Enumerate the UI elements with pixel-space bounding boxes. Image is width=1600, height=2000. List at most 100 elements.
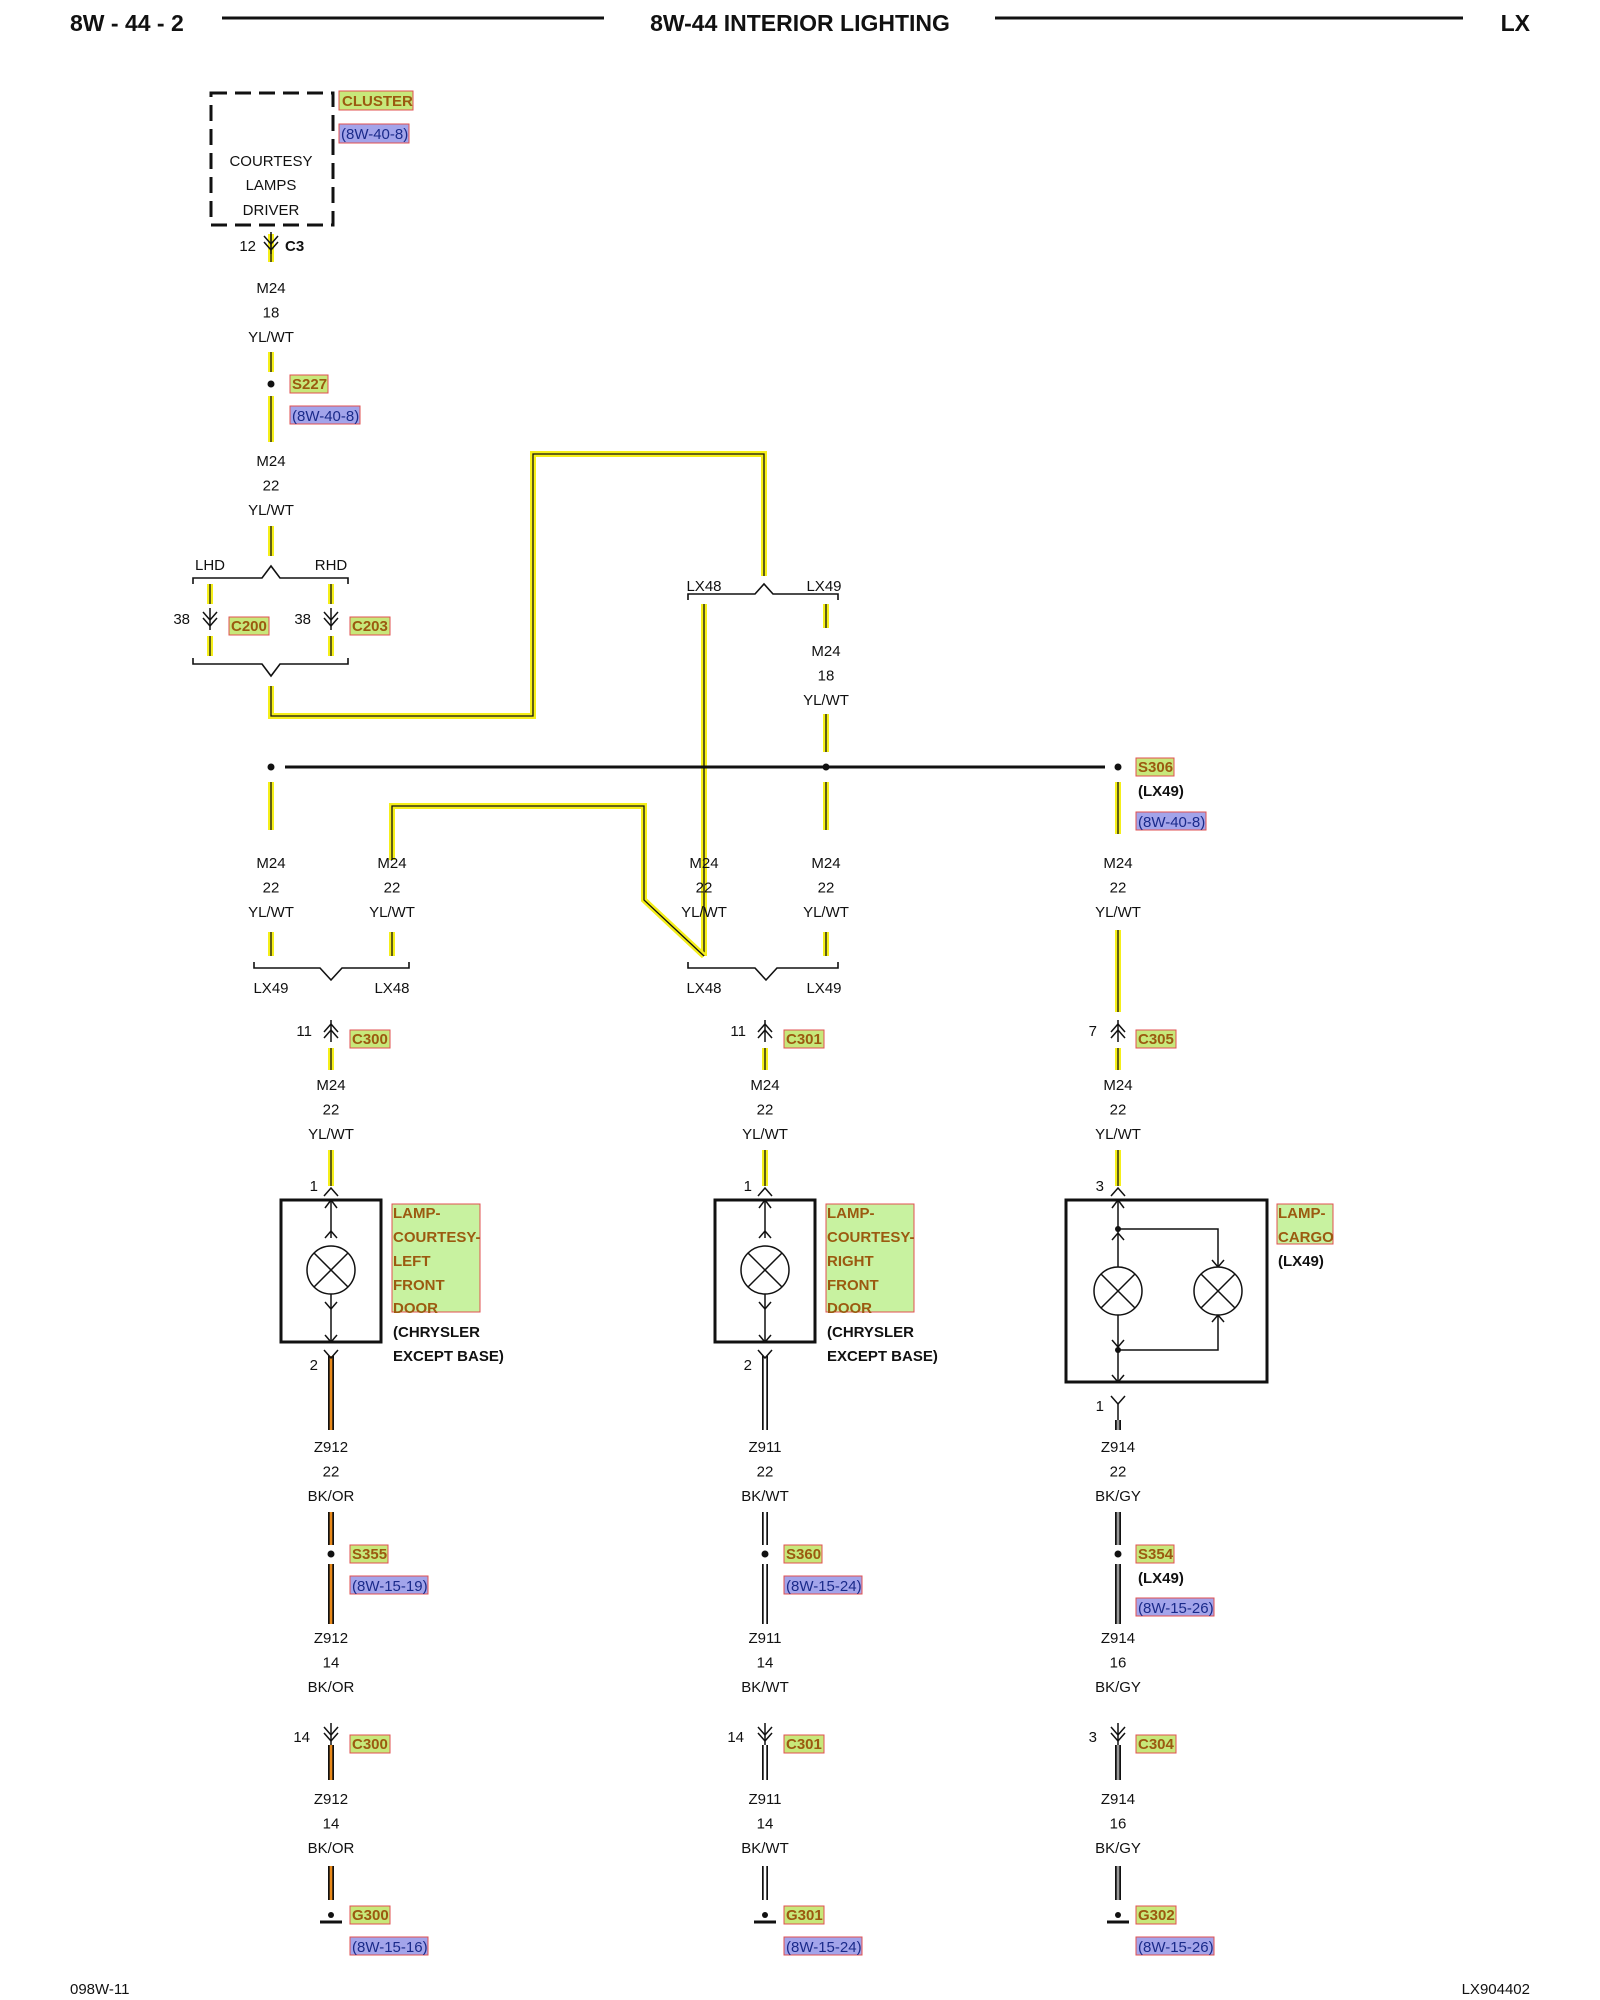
splice-dot-s354 [1114,1550,1122,1558]
wire-label-g1b-2: 14 [323,1655,340,1672]
wire-label-c4-2: 22 [818,880,835,897]
wire-label-l3-2: 22 [1110,1102,1127,1119]
connector-labels: 38 C200 38 C203 11 C300 11 C301 7 C305 1… [173,611,1177,1754]
lamp-right-note-1: (CHRYSLER [827,1324,914,1341]
wire-label-c3-1: M24 [689,855,718,872]
wire-label-g2b-3: BK/WT [741,1679,789,1696]
wire-label-g1c-3: BK/OR [308,1840,355,1857]
cluster-connector: C3 [285,238,304,255]
s227-ref: (8W-40-8) [292,408,359,425]
lamp-left-line-5: DOOR [393,1300,438,1317]
wire-label-w3-1: M24 [811,643,840,660]
wire-label-l1-3: YL/WT [308,1126,354,1143]
lamp-output-pin-icon [323,1349,339,1360]
bus-and-frames [192,380,1122,982]
c203-pin: 38 [294,611,311,628]
wire-label-c1-2: 22 [263,880,280,897]
lamp-cargo-line-2: CARGO [1278,1229,1334,1246]
lamp-right-note-2: EXCEPT BASE) [827,1348,938,1365]
splice-dot-s227 [267,380,275,388]
c300b-name: C300 [352,1736,388,1753]
wire-label-g2a-1: Z911 [748,1439,781,1456]
wire-spec-labels: M2418YL/WTM2422YL/WTM2418YL/WTM2422YL/WT… [248,280,1141,1857]
c300a-pin: 11 [296,1023,312,1040]
lamp-input-pin-icon [1110,1186,1126,1197]
grounds: G300 (8W-15-16) G301 (8W-15-24) G302 (8W… [320,1905,1215,1956]
cluster-box-line-3: DRIVER [243,202,300,219]
c200-name: C200 [231,618,267,635]
wire-label-w3-3: YL/WT [803,692,849,709]
connector-c203-icon [323,608,339,630]
g301-ref: (8W-15-24) [786,1939,862,1956]
lamp-output-pin-icon [757,1349,773,1360]
cluster-ref: (8W-40-8) [341,126,408,143]
wire-lx48-loop-core [270,453,765,717]
model-code: LX [1501,10,1531,36]
wire-label-w1-3: YL/WT [248,329,294,346]
connector-c301b-icon [757,1723,773,1745]
s354-sub: (LX49) [1138,1570,1184,1587]
lamp-right-line-1: LAMP- [827,1205,875,1222]
c304-name: C304 [1138,1736,1175,1753]
c200-pin: 38 [173,611,190,628]
splice-dot-s360 [761,1550,769,1558]
lamp-left-line-3: LEFT [393,1253,431,1270]
wire-label-c1-3: YL/WT [248,904,294,921]
wire-label-l2-1: M24 [750,1077,779,1094]
wire-label-g3c-2: 16 [1110,1816,1127,1833]
wire-label-c5-2: 22 [1110,880,1127,897]
connector-c300b-icon [323,1723,339,1745]
cluster-box-line-1: COURTESY [229,153,312,170]
lamp-left-line-1: LAMP- [393,1205,441,1222]
g300-ref: (8W-15-16) [352,1939,428,1956]
splice-dot-s355 [327,1550,335,1558]
connector-c300a-icon [323,1020,339,1042]
lamp-right-line-3: RIGHT [827,1253,874,1270]
splice-labels: S227 (8W-40-8) S306 (LX49) (8W-40-8) S35… [289,374,1215,1617]
c300a-name: C300 [352,1031,388,1048]
wire-label-g2a-3: BK/WT [741,1488,789,1505]
wire-label-c1-1: M24 [256,855,285,872]
wire-label-g2b-2: 14 [757,1655,774,1672]
lx48-label-top: LX48 [686,578,721,595]
wire-label-c4-3: YL/WT [803,904,849,921]
lamp-cargo-pin-top: 3 [1096,1178,1104,1195]
splice-dot-s306 [1114,763,1122,771]
s306-sub: (LX49) [1138,783,1184,800]
lamp-right-line-5: DOOR [827,1300,872,1317]
wire-label-w1-1: M24 [256,280,285,297]
ground-g300: G300 (8W-15-16) [320,1905,429,1956]
wire-label-w3-2: 18 [818,668,835,685]
connector-symbols [202,232,1126,1745]
wire-label-g3b-2: 16 [1110,1655,1127,1672]
wire-label-w1-2: 18 [263,305,280,322]
s306-name: S306 [1138,759,1173,776]
lamp-right-pin-top: 1 [744,1178,752,1195]
connector-c3-icon [263,232,279,254]
wire-label-g2c-2: 14 [757,1816,774,1833]
lx49-label-top: LX49 [806,578,841,595]
wire-label-g1c-1: Z912 [314,1791,348,1808]
s360-name: S360 [786,1546,821,1563]
lamp-output-pin-icon [1110,1395,1126,1406]
wire-label-l2-3: YL/WT [742,1126,788,1143]
footer-left: 098W-11 [70,1981,129,1998]
yellow-wire-segments [207,234,1121,1900]
lx49-label-c300: LX49 [253,980,288,997]
s360-ref: (8W-15-24) [786,1578,862,1595]
wire-label-g3a-1: Z914 [1101,1439,1135,1456]
cluster-name: CLUSTER [342,93,413,110]
lamp-input-pin-icon [323,1186,339,1197]
wire-label-w2-1: M24 [256,453,285,470]
lamp-right-line-4: FRONT [827,1277,879,1294]
wire-label-g3b-3: BK/GY [1095,1679,1141,1696]
s355-ref: (8W-15-19) [352,1578,428,1595]
s355-name: S355 [352,1546,387,1563]
wire-label-c2-3: YL/WT [369,904,415,921]
wire-label-g1b-1: Z912 [314,1630,348,1647]
lamp-left-pin-bottom: 2 [310,1357,318,1374]
lx49-label-c301: LX49 [806,980,841,997]
c203-name: C203 [352,618,388,635]
wire-label-g3b-1: Z914 [1101,1630,1135,1647]
